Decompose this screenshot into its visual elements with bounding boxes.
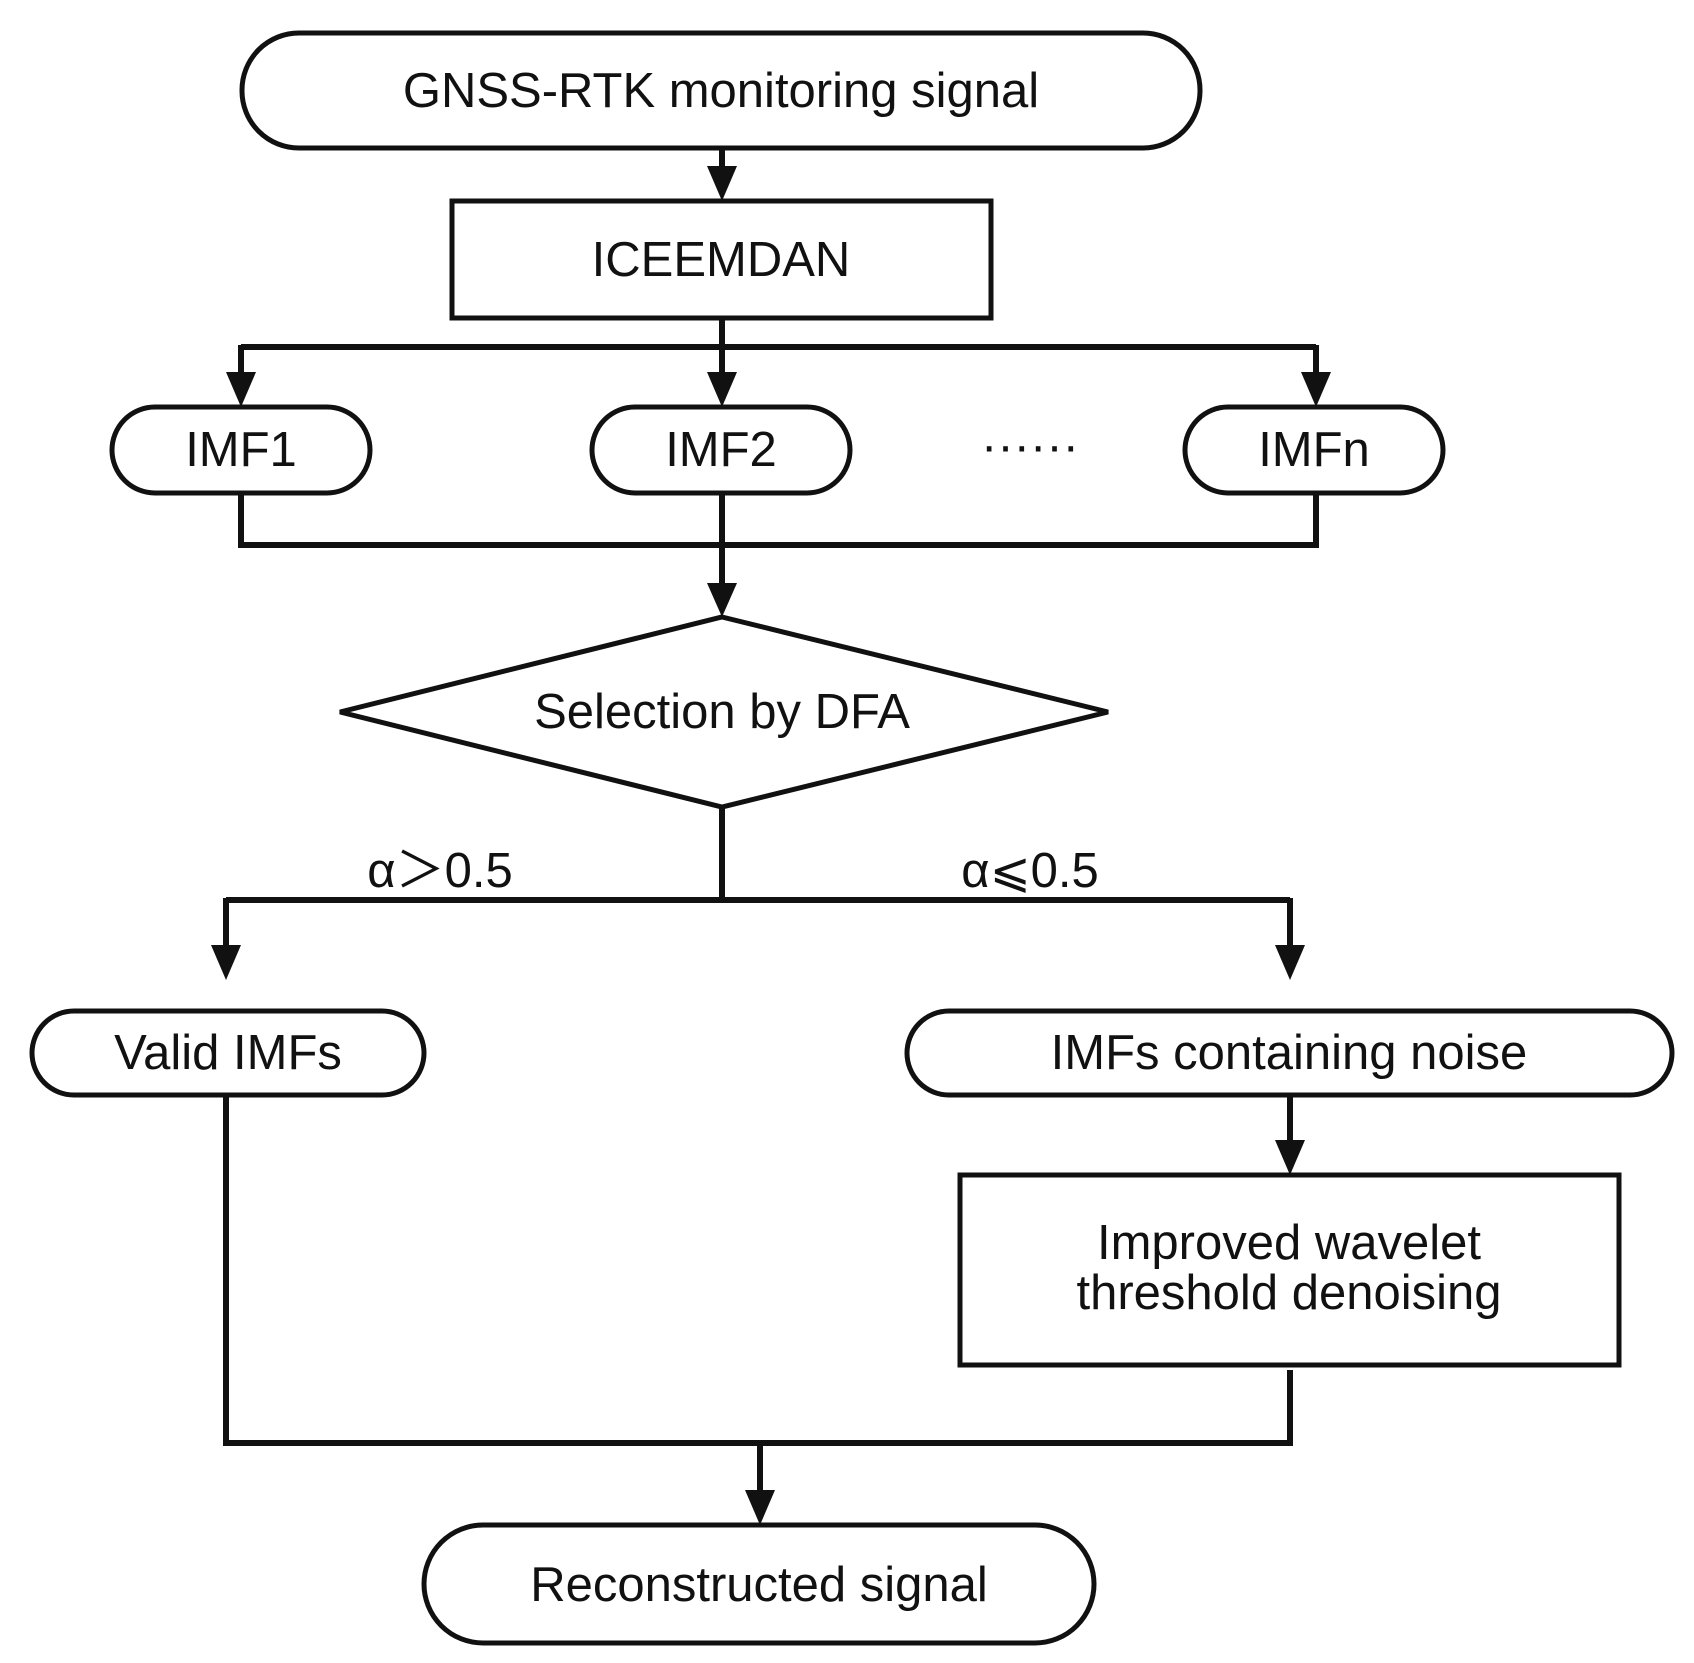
valid-imfs-label: Valid IMFs <box>114 1026 342 1080</box>
arrowhead <box>211 945 241 980</box>
imf2-node: IMF2 <box>589 404 853 496</box>
denoise-node: Improved wavelet threshold denoising <box>957 1172 1622 1368</box>
input-node: GNSS-RTK monitoring signal <box>239 30 1203 151</box>
connector-imfs-merge <box>238 493 1319 586</box>
arrowhead <box>707 583 737 617</box>
imf1-node: IMF1 <box>109 404 373 496</box>
arrowhead <box>1301 372 1331 407</box>
noisy-imfs-label: IMFs containing noise <box>1051 1026 1528 1080</box>
arrowhead <box>707 166 737 201</box>
arrowhead <box>1275 945 1305 980</box>
imf2-node-label: IMF2 <box>665 423 777 477</box>
connector-merge-to-output <box>223 1095 1293 1495</box>
arrowhead <box>745 1490 775 1525</box>
arrowhead <box>1275 1140 1305 1175</box>
iceemdan-node-label: ICEEMDAN <box>592 233 851 287</box>
connector-iceemdan-to-imfs <box>238 318 1319 378</box>
iceemdan-node: ICEEMDAN <box>449 198 994 321</box>
imfn-node: IMFn <box>1182 404 1446 496</box>
arrowhead <box>707 372 737 407</box>
input-node-label: GNSS-RTK monitoring signal <box>403 64 1039 118</box>
imf1-node-label: IMF1 <box>185 423 297 477</box>
output-node-label: Reconstructed signal <box>530 1558 988 1612</box>
condition-right-label: α⩽0.5 <box>961 844 1099 898</box>
dfa-decision-node: Selection by DFA <box>339 614 1109 810</box>
noisy-imfs-node: IMFs containing noise <box>904 1008 1675 1098</box>
imfn-node-label: IMFn <box>1258 423 1370 477</box>
arrowheads <box>211 166 1331 1525</box>
connector-dfa-split <box>223 807 1293 950</box>
imf-ellipsis: ······ <box>981 419 1079 473</box>
connectors <box>223 148 1319 1495</box>
arrowhead <box>226 372 256 407</box>
dfa-decision-label: Selection by DFA <box>534 685 910 739</box>
condition-left-label: α＞0.5 <box>367 844 512 898</box>
denoise-label-line2: threshold denoising <box>1077 1266 1502 1320</box>
valid-imfs-node: Valid IMFs <box>29 1008 427 1098</box>
denoise-label-line1: Improved wavelet <box>1097 1216 1481 1270</box>
output-node: Reconstructed signal <box>421 1522 1097 1646</box>
